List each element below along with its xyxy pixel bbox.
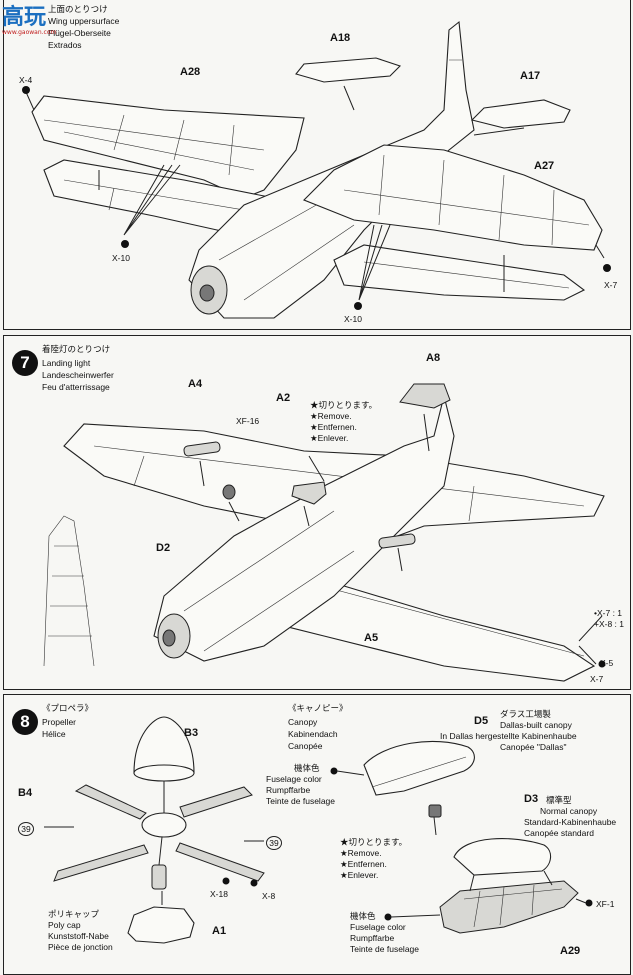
part-b3-label: B3: [184, 727, 199, 739]
d5-desc-de: In Dallas hergestellte Kabinenhaube: [440, 731, 577, 741]
canopy-title-fr: Canopée: [288, 741, 323, 751]
propeller-title-en: Propeller: [42, 717, 77, 727]
paint-xf16-label: XF-16: [236, 416, 260, 426]
remove-note-fr: ★Enlever.: [340, 870, 379, 880]
remove-note-fr: ★Enlever.: [310, 433, 349, 443]
step-6-title-en: Wing uppersurface: [48, 16, 120, 26]
part-a29-label: A29: [560, 945, 581, 957]
d5-desc-en: Dallas-built canopy: [500, 720, 572, 730]
part-a5-label: A5: [364, 632, 379, 644]
fuselage-color-en: Fuselage color: [266, 774, 322, 784]
part-a4-label: A4: [188, 378, 203, 390]
part-a28-label: A28: [180, 66, 201, 78]
step-8-number: 8: [12, 709, 38, 735]
part-a1-label: A1: [212, 925, 227, 937]
paint-x8-label: X-8: [262, 891, 276, 901]
canopy-title-en: Canopy: [288, 717, 318, 727]
watermark-sub: www.gaowan.com: [2, 29, 56, 36]
part-a18-label: A18: [330, 32, 351, 44]
polycap-label-jp: ポリキャップ: [48, 909, 100, 919]
fuselage-color-fr: Teinte de fuselage: [350, 944, 419, 954]
polycap-label-de: Kunststoff-Nabe: [48, 931, 109, 941]
paint-mix-x7: •X-7 : 1: [594, 608, 623, 618]
fuselage-color-jp: 機体色: [350, 911, 376, 921]
step-7-landing-light-illustration: [43, 383, 606, 682]
step-7-title-de: Landescheinwerfer: [42, 370, 114, 380]
fuselage-color-de: Rumpffarbe: [350, 933, 395, 943]
watermark-text: 高玩: [2, 4, 46, 30]
remove-note-de: ★Entfernen.: [310, 422, 357, 432]
fuselage-color-en: Fuselage color: [350, 922, 406, 932]
d3-desc-fr: Canopée standard: [524, 828, 594, 838]
remove-note-en: ★Remove.: [340, 848, 382, 858]
fuselage-color-fr: Teinte de fuselage: [266, 796, 335, 806]
fuselage-color-de: Rumpffarbe: [266, 785, 311, 795]
step-7-title-fr: Feu d'atterrissage: [42, 382, 110, 392]
step-6-title-fr: Extrados: [48, 40, 82, 50]
watermark-logo: 高玩 www.gaowan.com: [2, 4, 56, 36]
d3-desc-en: Normal canopy: [540, 806, 598, 816]
part-d2-label: D2: [156, 542, 171, 554]
part-b4-label: B4: [18, 787, 33, 799]
paint-xf1-label: XF-1: [596, 899, 615, 909]
part-a8-label: A8: [426, 352, 441, 364]
paint-x18-label: X-18: [210, 889, 228, 899]
d3-desc-de: Standard-Kabinenhaube: [524, 817, 617, 827]
paint-x7-label: X-7: [604, 280, 618, 290]
canopy-title-de: Kabinendach: [288, 729, 338, 739]
part-a2-label: A2: [276, 392, 291, 404]
part-a17-label: A17: [520, 70, 541, 82]
remove-note-jp: ★切りとります。: [310, 400, 378, 410]
step-8-panel: 8 《プロペラ》 Propeller Hélice 《キャノピー》 Canopy…: [3, 694, 631, 975]
paint-x10-label: X-10: [112, 253, 130, 263]
step-7-title-en: Landing light: [42, 358, 91, 368]
d5-desc-fr: Canopée "Dallas": [500, 742, 567, 752]
fuselage-color-jp: 機体色: [294, 763, 320, 773]
step-6-title-jp: 上面のとりつけ: [48, 4, 108, 14]
step-6-wing-illustration: [22, 20, 611, 319]
step-7-number: 7: [12, 350, 38, 376]
d5-desc-jp: ダラス工場製: [500, 709, 551, 719]
paint-x7-label: X-7: [590, 674, 604, 684]
reference-step-39: 39: [18, 822, 34, 836]
polycap-label-fr: Pièce de jonction: [48, 942, 113, 952]
reference-step-39: 39: [266, 836, 282, 850]
part-d3-label: D3: [524, 793, 539, 805]
paint-mix-x8: +X-8 : 1: [594, 619, 625, 629]
part-d5-label: D5: [474, 715, 489, 727]
paint-x5-label: X-5: [600, 658, 614, 668]
propeller-title-fr: Hélice: [42, 729, 66, 739]
remove-note-en: ★Remove.: [310, 411, 352, 421]
step-8-propeller-canopy-illustration: [44, 716, 593, 944]
step-7-title-jp: 着陸灯のとりつけ: [42, 344, 111, 354]
paint-x4-label: X-4: [19, 75, 33, 85]
step-6-title-de: Flügel-Oberseite: [48, 28, 111, 38]
d3-desc-jp: 標準型: [546, 795, 572, 805]
remove-note-de: ★Entfernen.: [340, 859, 387, 869]
polycap-label-en: Poly cap: [48, 920, 81, 930]
step-7-panel: 7 着陸灯のとりつけ Landing light Landescheinwerf…: [3, 335, 631, 690]
remove-note-jp: ★切りとります。: [340, 837, 408, 847]
paint-x10-label: X-10: [344, 314, 362, 324]
canopy-title-jp: 《キャノピー》: [288, 703, 348, 713]
propeller-title-jp: 《プロペラ》: [42, 703, 94, 713]
step-6-panel: 上面のとりつけ Wing uppersurface Flügel-Obersei…: [3, 0, 631, 330]
part-a27-label: A27: [534, 160, 555, 172]
